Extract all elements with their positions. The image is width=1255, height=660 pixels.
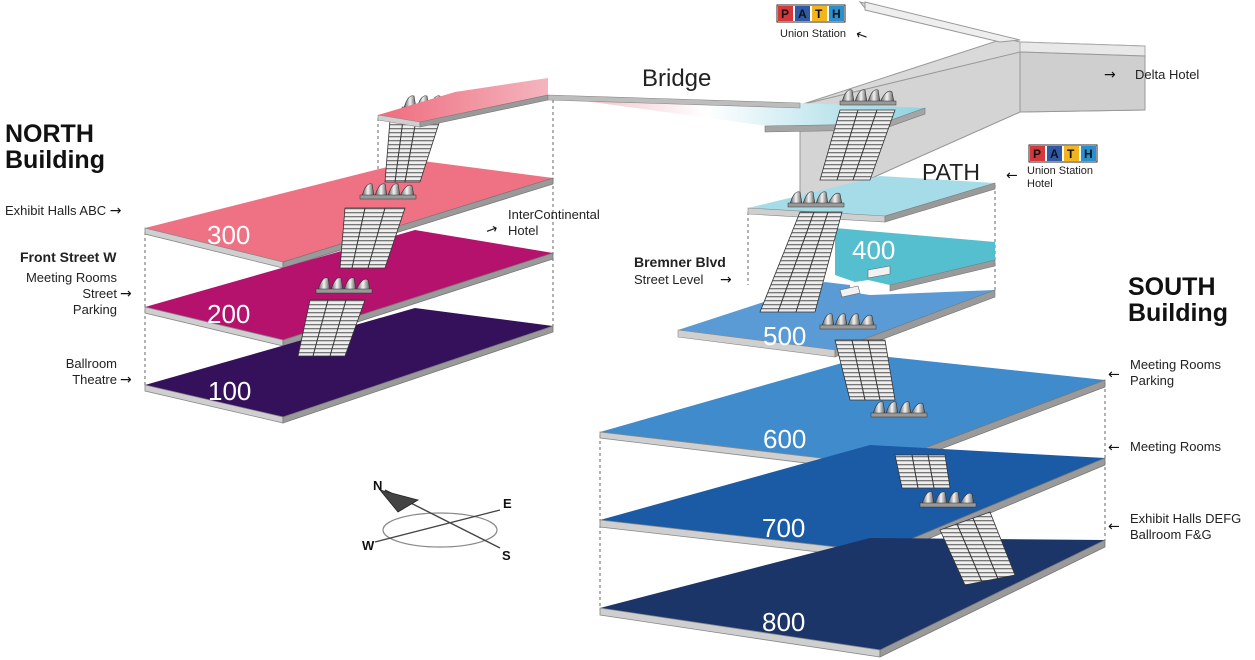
callout-ballroom: Ballroom	[65, 356, 117, 371]
bridge: Bridge	[377, 65, 926, 133]
north-escalators	[297, 95, 459, 357]
floor-100-label: 100	[208, 376, 251, 406]
south-title-line2: Building	[1128, 299, 1228, 327]
arrow-right-icon: →	[720, 272, 732, 288]
compass-s: S	[502, 548, 511, 563]
bridge-label: Bridge	[642, 65, 711, 92]
floor-100-slab	[144, 308, 554, 424]
north-title-line1: NORTH	[5, 120, 94, 148]
path-union-station-hotel: Union Station Hotel	[1027, 165, 1093, 191]
compass-w: W	[362, 538, 375, 553]
callout-street: Street	[82, 286, 117, 301]
callout-meeting-rooms: Meeting Rooms	[25, 270, 117, 285]
floor-numbers: 300 200 100 400 500 600 700 800	[207, 220, 895, 637]
path-union-station-top: Union Station	[780, 28, 847, 40]
callout-intercontinental-1: InterContinental	[508, 207, 600, 222]
callout-street-level: Street Level	[634, 272, 704, 287]
arrow-left-icon: →	[1108, 366, 1120, 382]
compass-e: E	[503, 496, 512, 511]
path-logo-letter: A	[1050, 147, 1059, 161]
floor-300-label: 300	[207, 220, 250, 250]
callout-front-street: Front Street W	[20, 249, 117, 265]
path-logo-letter: H	[1084, 147, 1093, 161]
floor-700-label: 700	[762, 513, 805, 543]
callout-exhibit-defg: Exhibit Halls DEFG	[1130, 511, 1242, 526]
callout-theatre: Theatre	[72, 372, 117, 387]
arrow-left-icon: →	[1108, 439, 1120, 455]
callout-ballroom-fg: Ballroom F&G	[1130, 527, 1212, 542]
callout-exhibit-abc: Exhibit Halls ABC →	[5, 203, 122, 219]
delta-hotel-label: Delta Hotel	[1135, 67, 1200, 82]
south-title-line1: SOUTH	[1128, 273, 1216, 301]
callout-exhibit-abc-text: Exhibit Halls ABC	[5, 203, 107, 218]
compass-n: N	[373, 478, 382, 493]
path-logo-mid: P A T H	[1028, 144, 1098, 163]
floor-600-label: 600	[763, 424, 806, 454]
callout-mr-parking-2: Parking	[1130, 373, 1175, 388]
path-logo-letter: T	[1067, 147, 1075, 161]
floor-500-label: 500	[763, 321, 806, 351]
compass-north-arrow-icon	[378, 489, 420, 513]
callout-intercontinental-2: Hotel	[508, 223, 539, 238]
south-escalators	[759, 89, 1016, 586]
arrow-right-icon: →	[120, 286, 132, 302]
callout-meeting-rooms-south: Meeting Rooms	[1130, 439, 1222, 454]
path-logo-letter: P	[781, 7, 789, 21]
floor-200-label: 200	[207, 299, 250, 329]
path-heading: PATH	[922, 159, 980, 185]
arrow-left-icon: →	[1006, 167, 1018, 183]
south-building-title: SOUTH Building	[1128, 274, 1228, 326]
path-union-station-line2: Hotel	[1027, 178, 1053, 190]
callout-parking: Parking	[72, 302, 117, 317]
north-title-line2: Building	[5, 146, 105, 174]
arrow-right-icon: →	[109, 203, 122, 219]
path-logo-letter: H	[832, 7, 841, 21]
path-logo-top: P A T H	[776, 4, 846, 23]
arrow-right-icon: →	[1104, 67, 1116, 83]
path-logo-letter: A	[798, 7, 807, 21]
path-logo-letter: T	[815, 7, 823, 21]
floor-800-label: 800	[762, 607, 805, 637]
compass: N E S W	[362, 478, 512, 563]
path-union-station-line1: Union Station	[1027, 165, 1094, 177]
floor-800-slab	[599, 538, 1106, 658]
callout-bremner: Bremner Blvd	[634, 254, 726, 270]
floor-400-label: 400	[852, 235, 895, 265]
arrow-left-icon: →	[1108, 518, 1120, 534]
callout-mr-parking-1: Meeting Rooms	[1130, 357, 1222, 372]
arrow-right-icon: →	[120, 372, 132, 388]
floor-700-slab	[599, 445, 1106, 560]
path-logo-letter: P	[1033, 147, 1041, 161]
floor-400-slab	[835, 228, 996, 292]
north-building-title: NORTH Building	[5, 121, 105, 173]
